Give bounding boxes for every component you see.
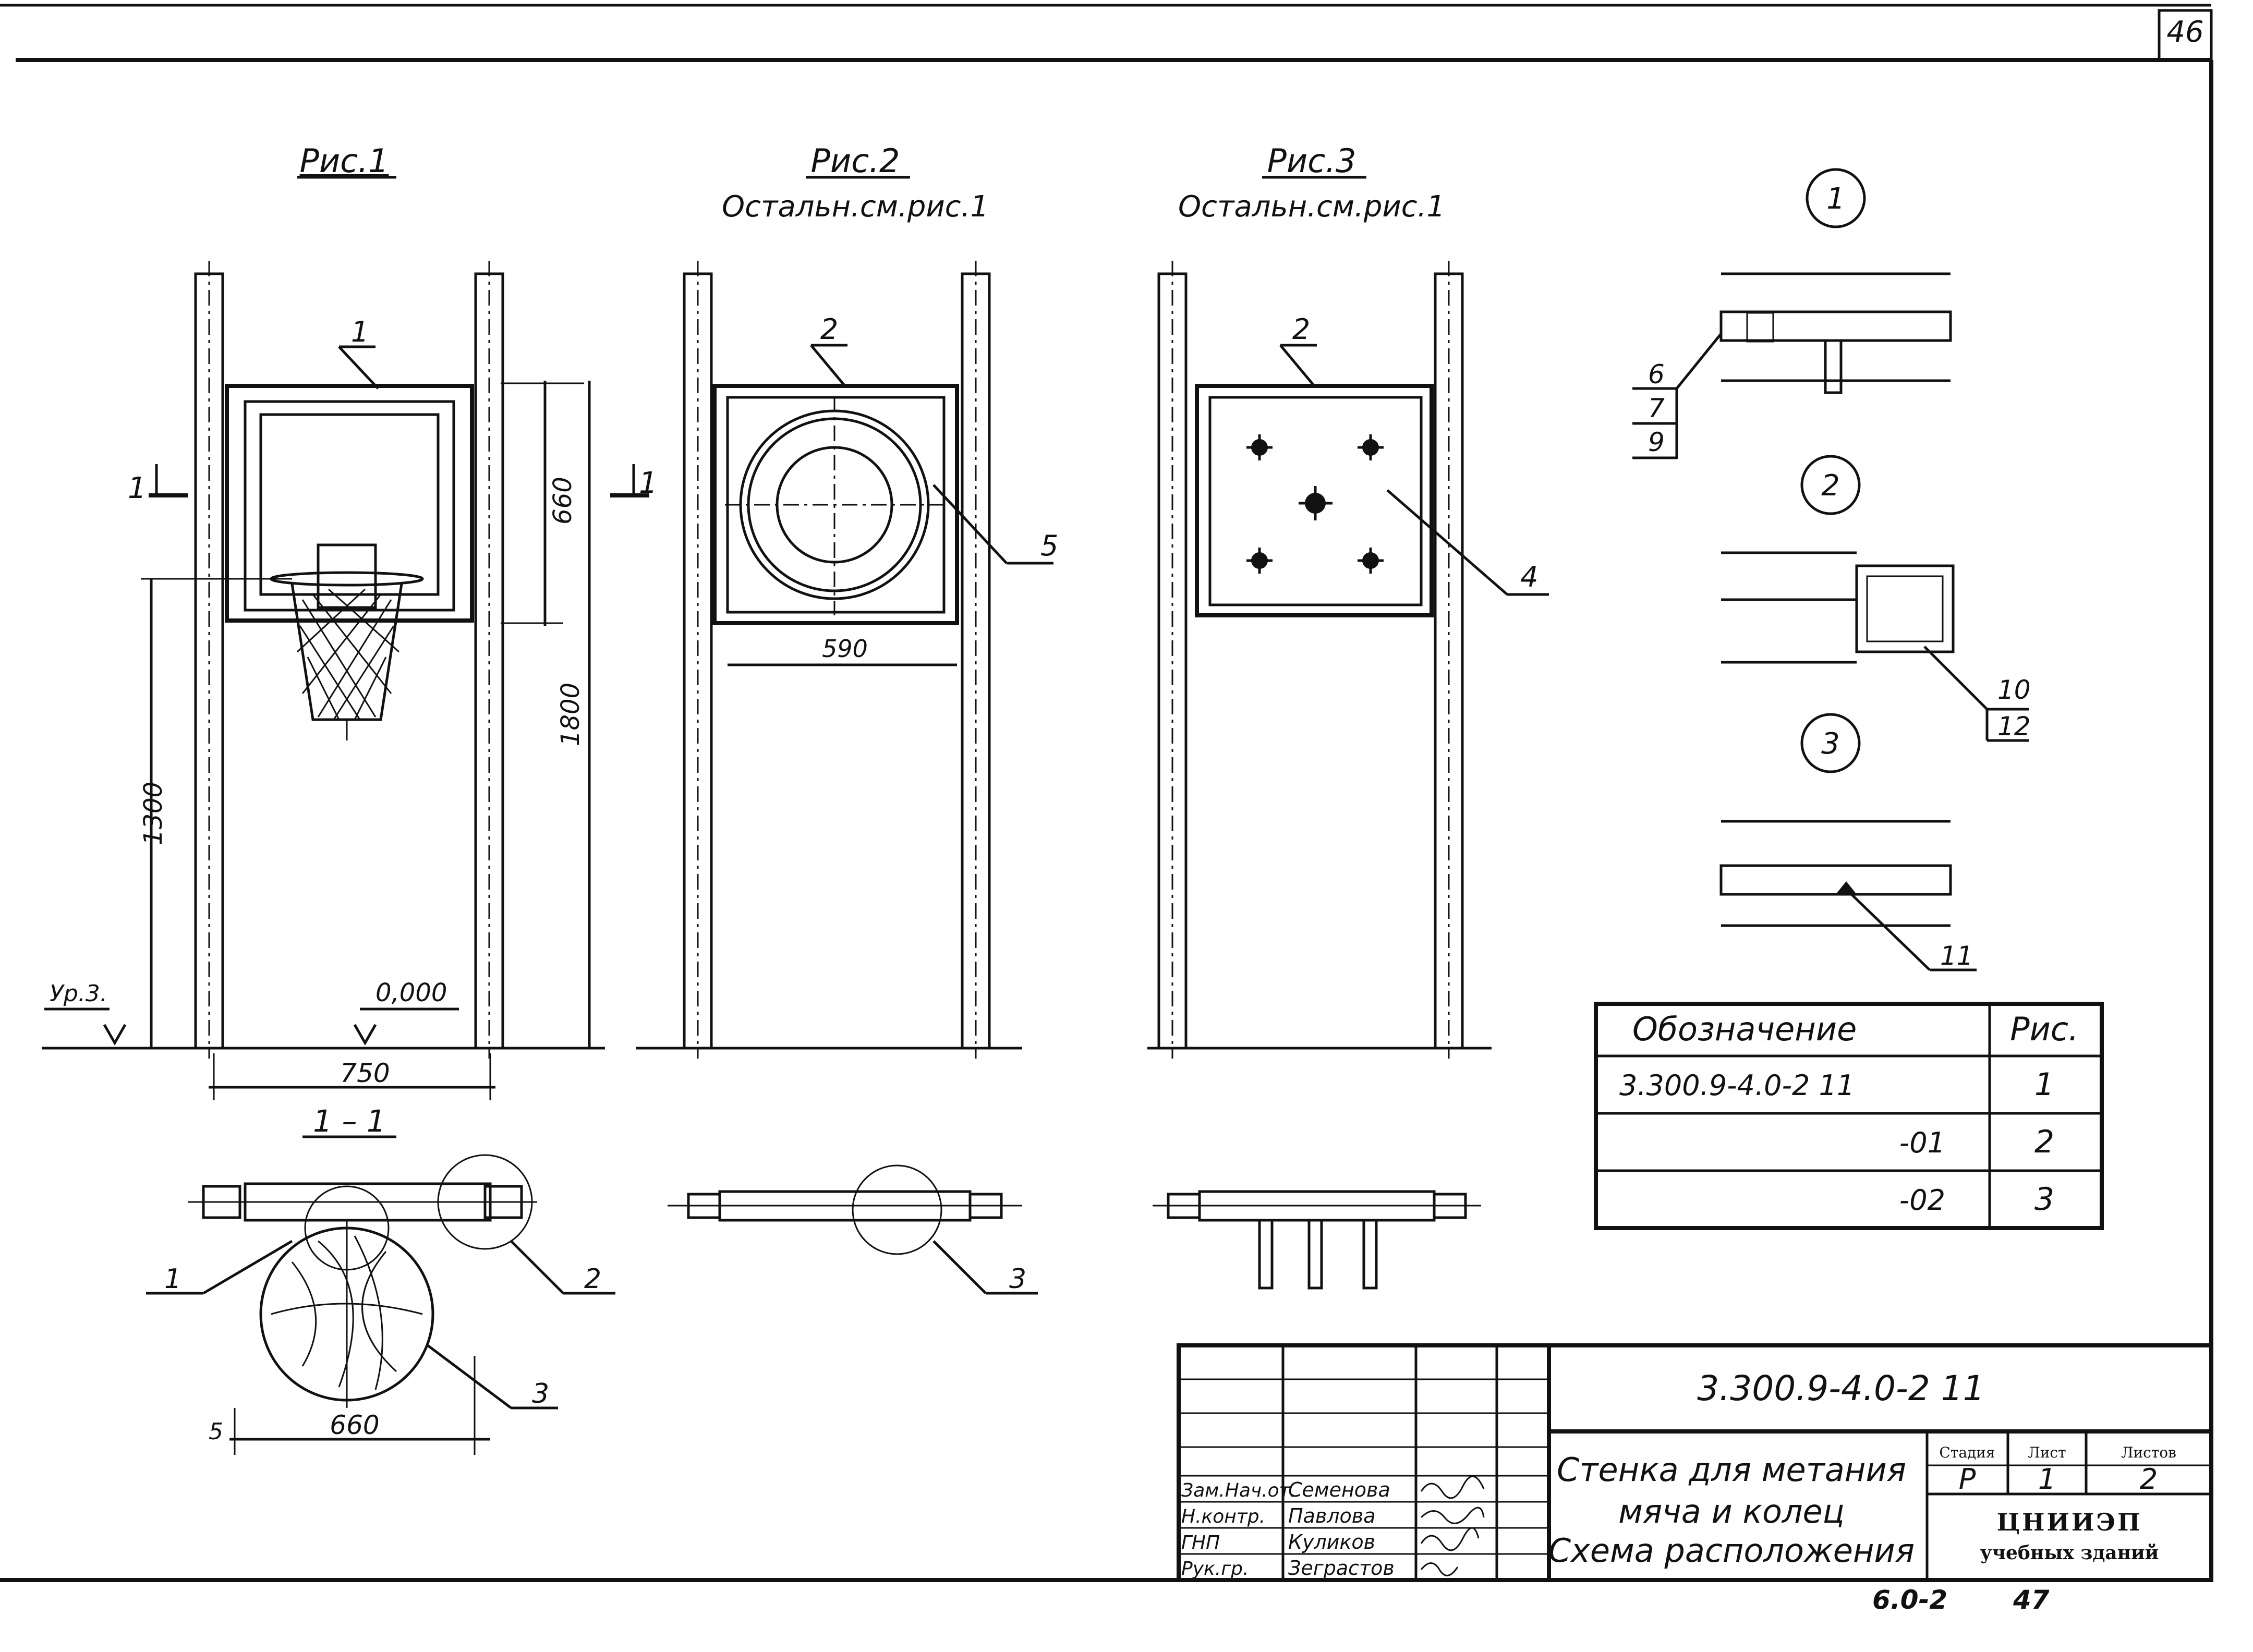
- dim-ring-660: 660: [330, 1410, 379, 1440]
- detail-1-callout-9: 9: [1648, 427, 1665, 457]
- person-4: Зеграстов: [1288, 1557, 1395, 1580]
- title-block: 3.300.9-4.0-2 11 Стенка для метания мяча…: [1177, 1343, 2213, 1582]
- person-2: Павлова: [1288, 1504, 1375, 1527]
- section-views: 1 – 1 1 2 3 660 5 3: [146, 1103, 1481, 1455]
- footer-number: 47: [2013, 1585, 2050, 1615]
- detail-2-marker: 2: [1821, 469, 1840, 503]
- title-name-line-2: мяча и колец: [1618, 1492, 1845, 1530]
- section-title: 1 – 1: [313, 1103, 386, 1139]
- sheet-number: 46: [2166, 15, 2203, 49]
- details: 1 6 7 9 2 10 12 3 11: [1632, 168, 2031, 971]
- fig2-callout-panel: 2: [820, 313, 838, 346]
- signatures: [1420, 1475, 1485, 1576]
- detail-3-callout-11: 11: [1940, 941, 1973, 971]
- detail-1-marker: 1: [1826, 182, 1845, 216]
- fig3-callout-panel: 2: [1292, 313, 1310, 346]
- spec-row-1-fig: 1: [2034, 1066, 2054, 1103]
- zero-label: 0,000: [376, 978, 447, 1007]
- role-1: Зам.Нач.от.: [1181, 1480, 1296, 1501]
- figure-1: Рис.1 1 1 1 660: [42, 142, 658, 1100]
- stage-label: Стадия: [1939, 1444, 1995, 1461]
- spec-header-fig: Рис.: [2010, 1010, 2078, 1048]
- dim-target-width: 590: [822, 635, 868, 663]
- sheet-frame: 46: [0, 4, 2213, 1582]
- dim-width-750: 750: [340, 1058, 390, 1088]
- spec-row-3-fig: 3: [2034, 1181, 2054, 1218]
- spec-table: Обозначение Рис. 3.300.9-4.0-2 11 1 -01 …: [1594, 1002, 2104, 1230]
- dim-net-height: 1300: [139, 782, 168, 845]
- detail-2-marker-circle: [1800, 455, 1861, 515]
- detail-2-callout-12: 12: [1997, 711, 2031, 742]
- person-3: Куликов: [1288, 1530, 1375, 1553]
- fig3-callout-holes: 4: [1520, 561, 1538, 593]
- title-name-line-1: Стенка для метания: [1557, 1451, 1906, 1489]
- spec-row-2-designation: -01: [1899, 1126, 1945, 1159]
- sheet-label: Лист: [2028, 1444, 2066, 1461]
- spec-row-2-fig: 2: [2034, 1124, 2054, 1160]
- sheets-value: 2: [2140, 1463, 2158, 1496]
- fig1-section-mark-right: 1: [639, 466, 658, 500]
- fig1-callout-panel: 1: [351, 315, 369, 348]
- stage-value: Р: [1959, 1463, 1976, 1496]
- figure-2-title: Рис.2: [811, 142, 900, 180]
- detail-1-callout-6: 6: [1648, 359, 1665, 390]
- role-3: ГНП: [1181, 1532, 1220, 1553]
- detail-3-marker-circle: [1800, 713, 1861, 773]
- role-2: Н.контр.: [1181, 1506, 1265, 1527]
- sheet-value: 1: [2038, 1463, 2056, 1496]
- person-1: Семенова: [1288, 1478, 1390, 1501]
- spec-row-3-designation: -02: [1899, 1184, 1945, 1217]
- section-callout-3b: 3: [1009, 1264, 1026, 1295]
- target-holes: [1246, 434, 1384, 574]
- detail-1-marker-circle: [1806, 168, 1866, 228]
- spec-row-1-designation: 3.300.9-4.0-2 11: [1619, 1069, 1855, 1102]
- detail-1-callout-7: 7: [1648, 393, 1665, 423]
- section-callout-2: 2: [584, 1264, 601, 1295]
- figure-3-title: Рис.3: [1267, 142, 1356, 180]
- figure-1-title: Рис.1: [300, 142, 389, 180]
- figure-2-subtitle: Остальн.см.рис.1: [722, 190, 989, 224]
- footer-code: 6.0-2: [1872, 1585, 1947, 1615]
- dim-total-height: 1800: [556, 683, 585, 746]
- figure-3-subtitle: Остальн.см.рис.1: [1178, 190, 1445, 224]
- role-4: Рук.гр.: [1181, 1558, 1249, 1580]
- fig1-section-mark-left: 1: [128, 471, 147, 505]
- sheets-label: Листов: [2121, 1444, 2176, 1461]
- title-name-line-3: Схема расположения: [1548, 1532, 1915, 1570]
- sheet-number-box: [2158, 9, 2213, 62]
- dim-hoop-height: 660: [548, 477, 577, 525]
- fig2-callout-target: 5: [1040, 529, 1058, 562]
- figure-3: Рис.3 Остальн.см.рис.1 2 4: [1147, 142, 1549, 1059]
- level-label: Ур.3.: [50, 980, 107, 1007]
- spec-header-designation: Обозначение: [1632, 1010, 1857, 1048]
- dim-offset-5: 5: [209, 1418, 223, 1445]
- figure-2: Рис.2 Остальн.см.рис.1 2 5 590: [636, 142, 1058, 1059]
- detail-3-marker: 3: [1821, 727, 1840, 761]
- title-code: 3.300.9-4.0-2 11: [1697, 1368, 1984, 1408]
- section-callout-3: 3: [532, 1378, 549, 1410]
- org-subname: учебных зданий: [1980, 1542, 2159, 1564]
- org-name: ЦНИИЭП: [1997, 1508, 2142, 1536]
- detail-2-callout-10: 10: [1997, 675, 2031, 705]
- section-callout-1: 1: [164, 1264, 181, 1295]
